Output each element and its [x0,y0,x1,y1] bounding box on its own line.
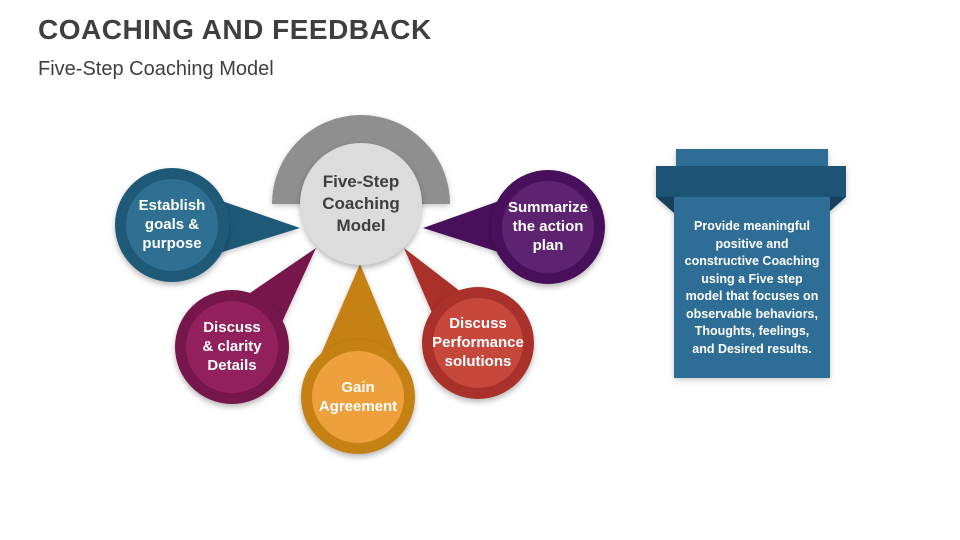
step-establish-goals-circle [126,179,218,271]
callout-ribbon-band [656,166,846,197]
center-circle [300,143,422,265]
callout-tab [676,149,828,168]
callout-ribbon-fold-left [656,197,674,213]
callout-box [674,197,830,378]
step-gain-agreement-circle [312,351,404,443]
slide-subtitle: Five-Step Coaching Model [38,58,274,80]
callout-ribbon-fold-right [828,197,846,213]
step-discuss-clarity-circle [186,301,278,393]
step-summarize-plan-circle [502,181,594,273]
step-discuss-performance-circle [433,298,523,388]
slide-title: COACHING AND FEEDBACK [38,14,432,45]
